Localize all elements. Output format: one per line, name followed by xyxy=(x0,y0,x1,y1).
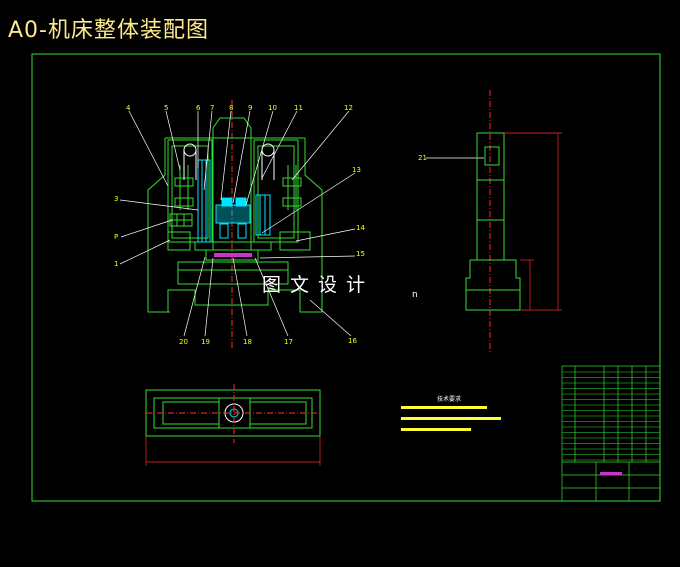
label-7: 7 xyxy=(210,104,214,112)
top-dimensions xyxy=(145,436,321,466)
top-view xyxy=(145,384,321,443)
front-view xyxy=(147,100,323,350)
label-16: 16 xyxy=(348,337,357,345)
label-3: 3 xyxy=(114,195,118,203)
side-dimensions xyxy=(504,132,562,311)
label-8: 8 xyxy=(229,104,233,112)
label-18: 18 xyxy=(243,338,252,346)
title-block-magenta-name xyxy=(600,472,622,475)
side-view xyxy=(465,90,521,352)
drawing-border xyxy=(31,53,661,502)
workpiece xyxy=(214,253,252,257)
label-10: 10 xyxy=(268,104,277,112)
label-1: 1 xyxy=(114,260,118,268)
label-13: 13 xyxy=(352,166,361,174)
part-labels: 4 5 6 7 8 9 10 11 12 3 P 1 13 14 15 20 1… xyxy=(114,104,427,346)
cyan-mechanism xyxy=(197,159,271,243)
label-14: 14 xyxy=(356,224,365,232)
label-21: 21 xyxy=(418,154,427,162)
label-5: 5 xyxy=(164,104,168,112)
label-19: 19 xyxy=(201,338,210,346)
label-4: 4 xyxy=(126,104,131,112)
title-block xyxy=(561,365,661,502)
label-17: 17 xyxy=(284,338,293,346)
tech-requirements-lines xyxy=(401,406,501,431)
label-20: 20 xyxy=(179,338,188,346)
label-p: P xyxy=(114,233,118,241)
label-6: 6 xyxy=(196,104,201,112)
label-15: 15 xyxy=(356,250,365,258)
leader-lines xyxy=(119,110,484,337)
watermark-subtext: n xyxy=(412,290,418,300)
parts-list-rows xyxy=(562,371,660,461)
label-12: 12 xyxy=(344,104,353,112)
label-9: 9 xyxy=(248,104,252,112)
drawing-title: A0-机床整体装配图 xyxy=(8,18,209,43)
watermark-text: 图文设计 xyxy=(262,274,375,296)
label-11: 11 xyxy=(294,104,303,112)
tech-requirements-title: 技术要求 xyxy=(437,395,461,403)
